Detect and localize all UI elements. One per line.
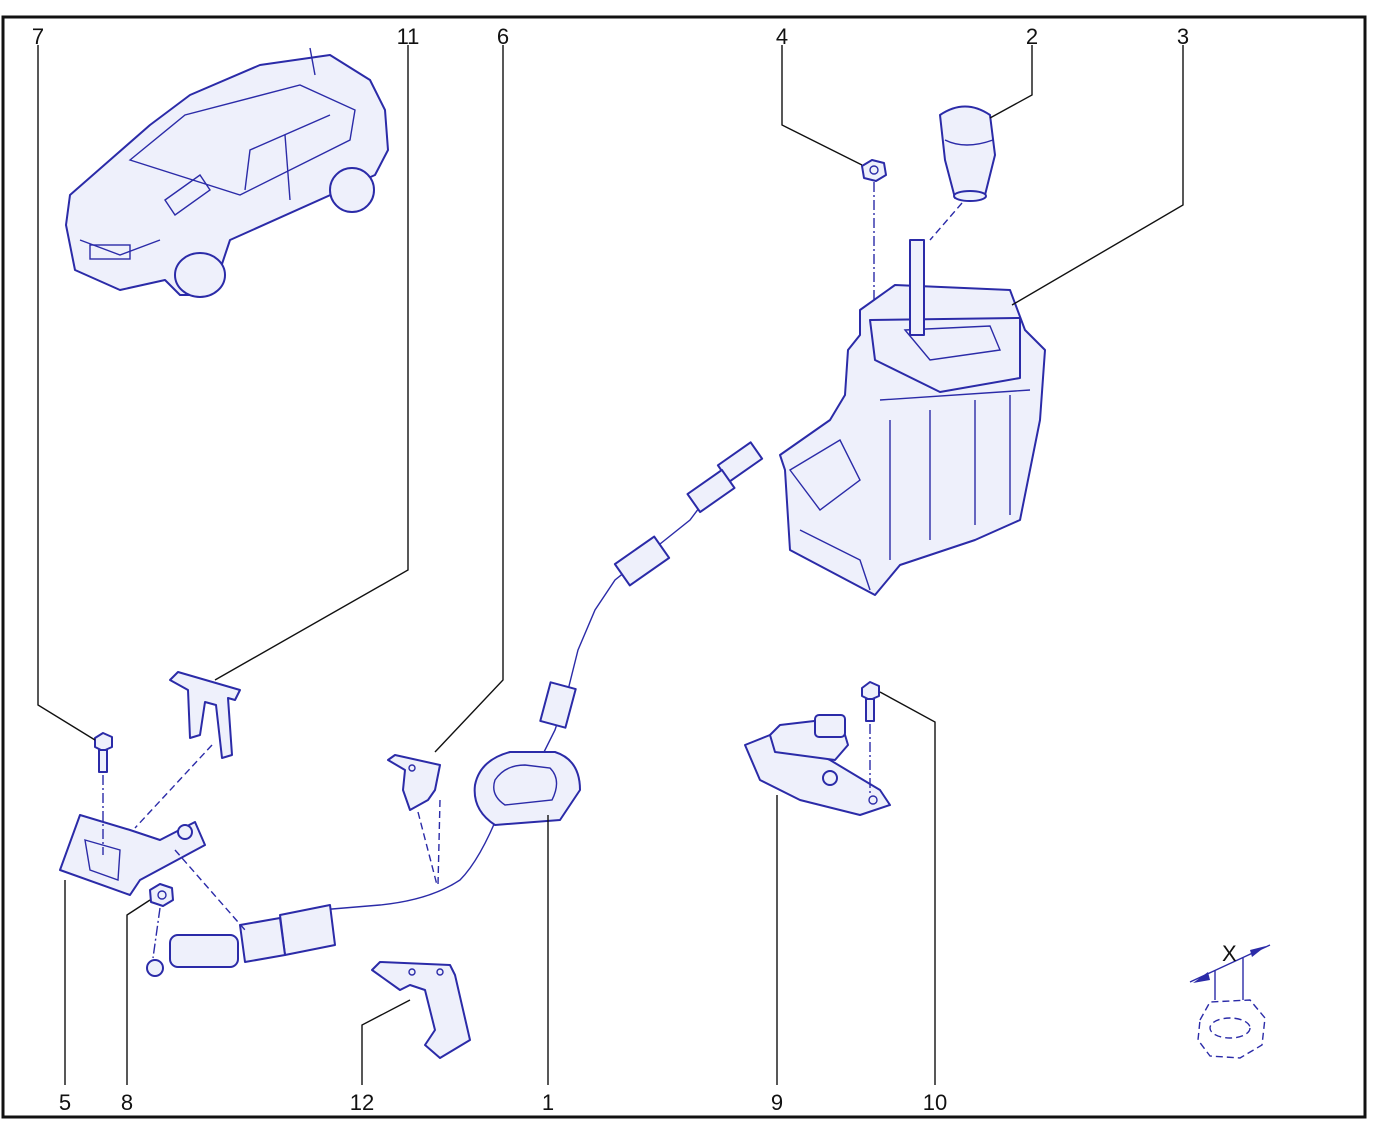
callout-label: 6 [497, 24, 509, 49]
callout-label: 9 [771, 1090, 783, 1115]
selector-unit-icon [779, 239, 1046, 596]
dimension-label: X [1222, 941, 1237, 966]
callout-label: 2 [1026, 24, 1038, 49]
bracket-icon [387, 754, 441, 886]
diagram-frame [1, 15, 1367, 1119]
callout-label: 3 [1177, 24, 1189, 49]
bolt-icon [94, 732, 113, 855]
grommet-icon [473, 751, 581, 826]
callout-label: 11 [397, 24, 420, 49]
callout-label: 10 [923, 1090, 947, 1115]
callout-label: 7 [32, 24, 44, 49]
nut-icon [149, 849, 246, 959]
callout-label: 8 [121, 1090, 133, 1115]
callout-label: 1 [542, 1090, 554, 1115]
cable-icon [146, 441, 764, 977]
dimension-icon: X [1189, 941, 1271, 1059]
clip-icon [134, 671, 241, 829]
bracket-icon [59, 814, 206, 896]
callout-label: 12 [350, 1090, 374, 1115]
knob-icon [929, 105, 996, 241]
vehicle-icon [65, 47, 389, 298]
bracket-icon [371, 961, 471, 1059]
bolt-icon [861, 681, 880, 795]
leader-lines [37, 45, 1184, 1085]
callout-labels: 7 11 6 4 2 3 5 8 12 1 9 10 [32, 24, 1189, 1115]
sensor-icon [744, 714, 891, 816]
callout-label: 5 [59, 1090, 71, 1115]
callout-label: 4 [776, 24, 788, 49]
